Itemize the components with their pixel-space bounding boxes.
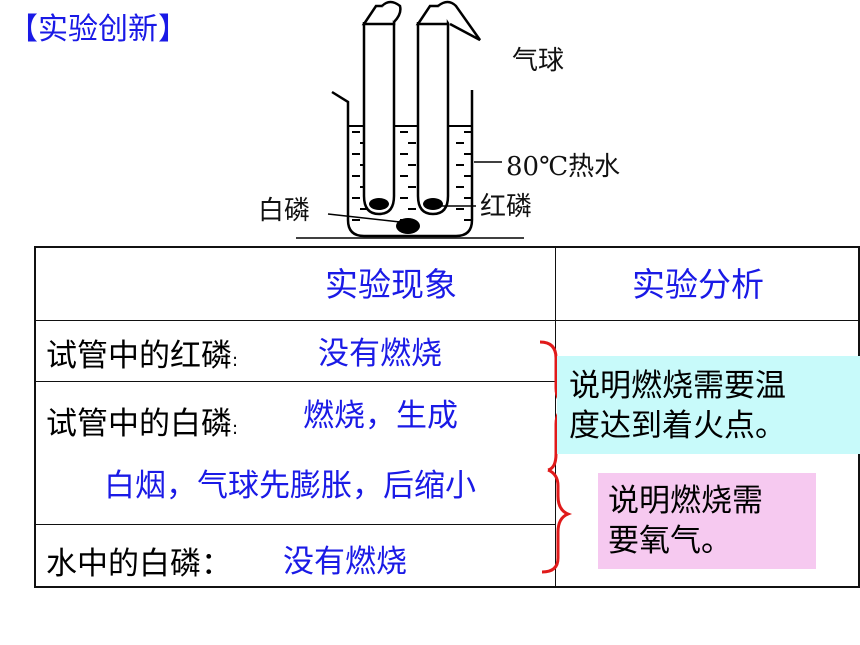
apparatus-diagram (296, 0, 524, 239)
analysis-oxygen-line2: 要氧气。 (608, 523, 732, 559)
header-phenomenon: 实验现象 (325, 265, 457, 304)
row-white-phosphorus-tube-observation: 燃烧，生成 (303, 398, 458, 434)
row-white-phosphorus-tube-observation-cont: 白烟，气球先膨胀，后缩小 (104, 468, 476, 504)
white-phosphorus-in-tube (423, 198, 443, 210)
row-white-phosphorus-water-label: 水中的白磷： (46, 546, 232, 582)
white-phosphorus-label: 白磷 (258, 196, 311, 226)
beaker (331, 90, 474, 238)
brace-lower (541, 468, 573, 574)
row-white-phosphorus-tube-label: 试管中的白磷: (46, 406, 239, 442)
table-divider-row2 (34, 524, 556, 525)
analysis-box-oxygen: 说明燃烧需 要氧气。 (598, 473, 816, 569)
balloon-left (361, 0, 402, 26)
row-white-phosphorus-water-observation: 没有燃烧 (283, 544, 407, 580)
test-tube-right (416, 22, 450, 216)
table-divider-row1 (34, 381, 556, 382)
balloon-label: 气球 (512, 46, 565, 76)
row-red-phosphorus-observation: 没有燃烧 (318, 336, 442, 372)
slide-title: 【实验创新】 (8, 12, 188, 47)
analysis-temperature-line2: 度达到着火点。 (569, 408, 786, 444)
analysis-oxygen-line1: 说明燃烧需 (608, 483, 763, 519)
row-red-phosphorus-label: 试管中的红磷: (46, 338, 239, 374)
balloon-right (415, 0, 482, 42)
analysis-box-temperature: 说明燃烧需要温 度达到着火点。 (557, 356, 860, 454)
table-divider-header (34, 320, 860, 321)
test-tube-left (362, 22, 396, 216)
white-phosphorus-in-water (396, 218, 420, 234)
hot-water-label: 80℃热水 (506, 152, 621, 182)
red-phosphorus-in-tube (369, 198, 389, 210)
analysis-temperature-line1: 说明燃烧需要温 (569, 368, 786, 404)
header-analysis: 实验分析 (632, 265, 764, 304)
red-phosphorus-label: 红磷 (480, 192, 533, 222)
